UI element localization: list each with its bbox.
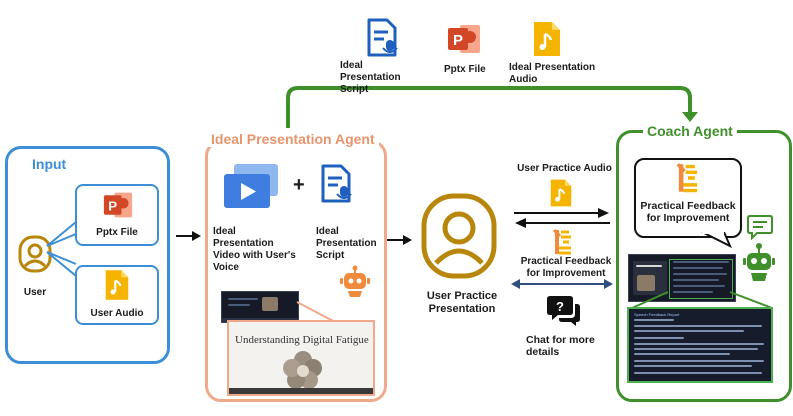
input-panel	[5, 146, 170, 364]
input-audio-label: User Audio	[90, 308, 144, 319]
coach-screenshot-thumbnail[interactable]	[628, 254, 736, 302]
input-panel-title: Input	[32, 156, 67, 172]
arrow-input-to-agent	[176, 231, 201, 241]
chat-label: Chat for more details	[526, 334, 595, 358]
agent-video-label: Ideal Presentation Video with User's Voi…	[213, 226, 296, 273]
coach-bubble-label: Practical Feedback for Improvement	[640, 200, 736, 224]
practice-label: User Practice Presentation	[426, 290, 498, 315]
coach-chat-icon	[747, 214, 773, 241]
pptx-top-icon: P	[446, 22, 482, 56]
feedback-report[interactable]: Speech Feedback Report	[627, 307, 773, 383]
agent-script-label: Ideal Presentation Script	[316, 226, 377, 261]
svg-text:P: P	[108, 198, 117, 213]
input-user-label: User	[23, 287, 47, 298]
agent-script-icon	[320, 164, 354, 204]
slide-preview[interactable]: Understanding Digital Fatigue	[227, 320, 375, 396]
audio-top-icon	[532, 20, 562, 58]
practice-audio-icon	[549, 178, 573, 208]
feedback-icon-small	[551, 228, 575, 256]
input-pptx-label: Pptx File	[96, 227, 138, 238]
input-audio-icon	[104, 268, 130, 302]
input-bubble-tails	[46, 221, 77, 277]
top-audio-label: Ideal Presentation Audio	[509, 62, 596, 85]
agent-panel-title: Ideal Presentation Agent	[207, 131, 379, 147]
top-pptx-label: Pptx File	[444, 64, 486, 75]
coach-panel-title: Coach Agent	[643, 123, 737, 139]
practice-audio-label: User Practice Audio	[517, 163, 612, 174]
flower-graphic	[283, 351, 322, 389]
coach-feedback-icon	[674, 162, 702, 194]
arrow-agent-to-practice	[387, 235, 412, 245]
video-player-icon	[220, 162, 282, 214]
practice-user-icon	[419, 191, 499, 281]
middle-feedback-label: Practical Feedback for Improvement	[520, 256, 612, 279]
input-pptx-icon: P	[101, 190, 135, 220]
svg-text:?: ?	[556, 299, 564, 314]
feedback-report-heading: Speech Feedback Report	[634, 312, 680, 317]
coach-robot-icon	[742, 243, 776, 283]
script-doc-icon	[366, 18, 400, 58]
video-thumbnail[interactable]	[221, 291, 299, 323]
plus-sign: +	[293, 174, 305, 196]
svg-text:P: P	[453, 32, 463, 49]
chat-double-arrow	[511, 279, 613, 289]
chat-help-icon[interactable]: ?	[546, 292, 582, 328]
robot-agent-icon	[339, 265, 371, 299]
zoom-connector	[296, 301, 336, 323]
slide-preview-title: Understanding Digital Fatigue	[235, 334, 369, 346]
top-script-label: Ideal Presentation Script	[340, 60, 401, 95]
exchange-arrows	[514, 208, 610, 228]
coach-bubble-tail	[701, 232, 732, 249]
coach-zoom-connector	[631, 291, 773, 309]
